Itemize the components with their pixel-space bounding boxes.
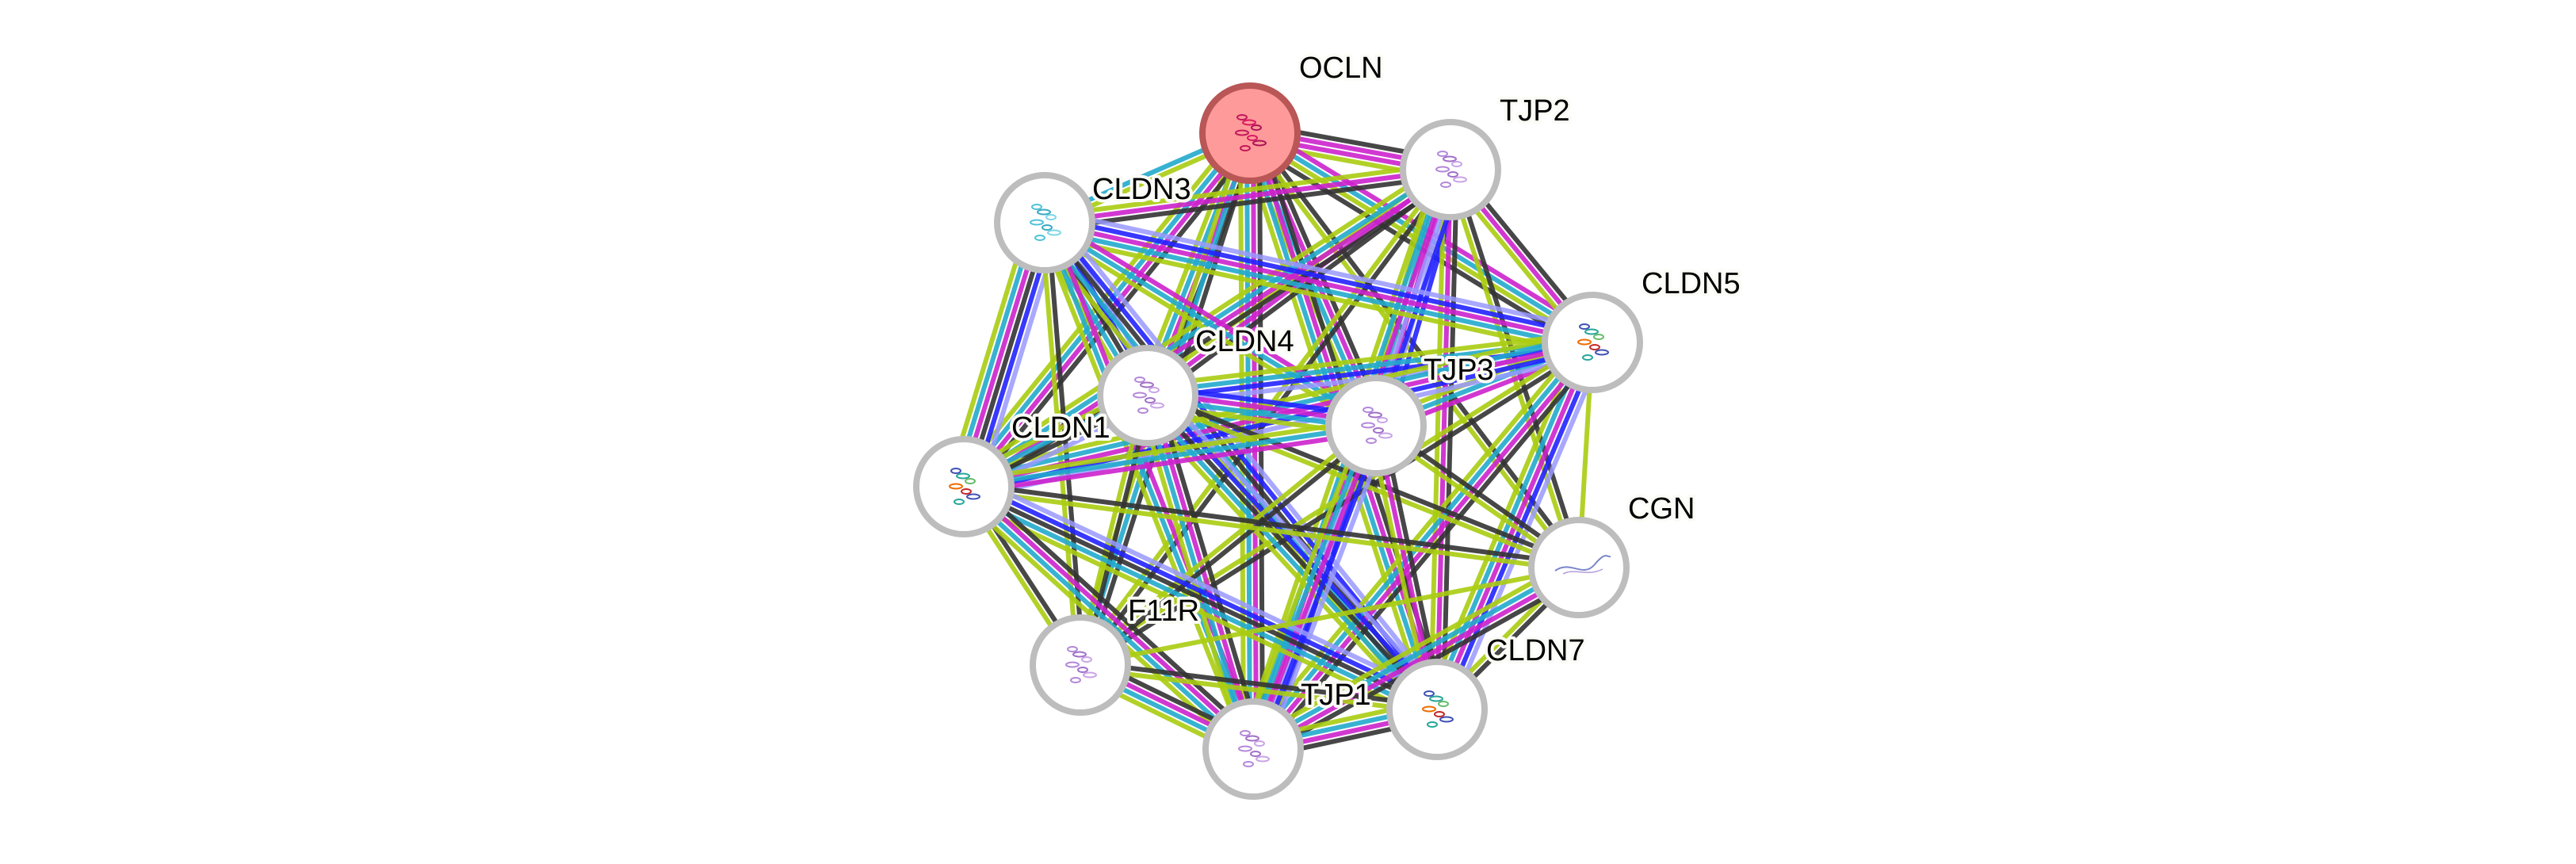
edge-CLDN3-CLDN7-homology[interactable] <box>1053 213 1449 703</box>
node-label: OCLN <box>1299 52 1383 85</box>
edge-TJP2-CLDN3-textmining[interactable] <box>1043 161 1450 220</box>
edge-TJP3-TJP1-homology[interactable] <box>1263 429 1390 755</box>
protein-structure-icon <box>1554 555 1611 575</box>
edge-TJP3-CLDN1-textmining[interactable] <box>962 417 1376 484</box>
edge-CLDN5-TJP1-experiments[interactable] <box>1253 342 1597 753</box>
node-label: CLDN4 <box>1195 325 1294 358</box>
node-label: CGN <box>1628 492 1695 526</box>
node-label: F11R <box>1128 594 1199 628</box>
node-CLDN3[interactable]: CLDN3 <box>994 170 1194 273</box>
node-CGN[interactable]: CGN <box>1528 489 1698 618</box>
edge-F11R-CLDN7-coexpression[interactable] <box>1080 659 1438 709</box>
edge-CGN-F11R-textmining[interactable] <box>1080 565 1580 667</box>
node-circle[interactable] <box>1386 659 1488 760</box>
node-CLDN4[interactable]: CLDN4 <box>1097 322 1298 446</box>
node-CLDN5[interactable]: CLDN5 <box>1542 264 1744 393</box>
node-circle[interactable] <box>1199 82 1301 184</box>
node-TJP2[interactable]: TJP2 <box>1400 91 1573 220</box>
node-label: CLDN5 <box>1642 267 1741 300</box>
protein-structure-icon <box>1030 204 1061 241</box>
edge-CLDN3-CLDN5-databases[interactable] <box>1042 226 1592 351</box>
protein-structure-icon <box>1422 690 1454 728</box>
node-circle[interactable] <box>1542 292 1643 393</box>
protein-structure-icon <box>1235 114 1267 151</box>
node-circle[interactable] <box>1097 345 1198 446</box>
edge-CLDN1-CLDN7-coexpression[interactable] <box>962 484 1439 712</box>
edge-CLDN1-CLDN7-databases[interactable] <box>960 490 1435 717</box>
edge-CGN-TJP1-databases[interactable] <box>1250 562 1579 749</box>
edge-CGN-TJP1-experiments[interactable] <box>1253 568 1582 755</box>
edge-CLDN3-CLDN5-experiments[interactable] <box>1044 220 1593 345</box>
node-circle[interactable] <box>1030 614 1131 716</box>
node-TJP3[interactable]: TJP3 <box>1325 350 1497 476</box>
edge-CGN-TJP1-textmining[interactable] <box>1247 556 1576 744</box>
protein-structure-icon <box>1361 407 1393 444</box>
protein-structure-icon <box>1238 730 1270 767</box>
edge-CLDN1-TJP1-coexpression[interactable] <box>969 477 1262 744</box>
node-circle[interactable] <box>1325 375 1427 476</box>
edge-CLDN1-CLDN7-homology[interactable] <box>968 472 1444 701</box>
protein-structure-icon <box>1435 151 1467 188</box>
edge-CLDN5-CLDN4-textmining[interactable] <box>1146 331 1592 389</box>
node-label: TJP1 <box>1301 679 1371 712</box>
edge-TJP3-TJP1-gene_fusion[interactable] <box>1256 426 1385 752</box>
edge-TJP3-TJP1-experiments[interactable] <box>1251 424 1378 751</box>
protein-structure-icon <box>1577 323 1609 361</box>
edge-TJP2-CLDN1-databases[interactable] <box>961 165 1450 487</box>
edge-CLDN4-CLDN7-homology[interactable] <box>1155 385 1448 703</box>
node-circle[interactable] <box>1400 119 1501 220</box>
node-F11R[interactable]: F11R <box>1030 591 1202 716</box>
node-circle[interactable] <box>994 172 1095 273</box>
node-OCLN[interactable]: OCLN <box>1199 48 1386 184</box>
node-label: TJP2 <box>1500 94 1570 128</box>
node-label: CLDN3 <box>1092 173 1191 206</box>
node-circle[interactable] <box>913 436 1015 537</box>
node-label: CLDN7 <box>1486 634 1585 667</box>
edge-TJP2-CLDN3-experiments[interactable] <box>1044 167 1451 225</box>
edge-CLDN1-CLDN7-gene_fusion[interactable] <box>965 479 1441 706</box>
edge-CLDN3-TJP1-textmining[interactable] <box>1036 224 1250 753</box>
protein-structure-icon <box>1065 646 1097 683</box>
edge-CLDN3-CLDN5-homology[interactable] <box>1046 208 1596 333</box>
node-label: CLDN1 <box>1011 411 1110 445</box>
protein-structure-icon <box>949 468 980 505</box>
edge-CLDN1-TJP1-databases[interactable] <box>960 487 1253 754</box>
edge-TJP3-CLDN1-experiments[interactable] <box>964 429 1378 495</box>
edge-CLDN1-CGN-coexpression[interactable] <box>964 481 1580 568</box>
edge-TJP2-CLDN7-coexpression[interactable] <box>1440 170 1459 710</box>
edge-CLDN3-CLDN5-gene_fusion[interactable] <box>1045 214 1595 339</box>
edge-F11R-CLDN7-textmining[interactable] <box>1080 665 1437 715</box>
edge-CLDN5-CLDN7-homology[interactable] <box>1446 346 1607 716</box>
edge-TJP2-CLDN7-textmining[interactable] <box>1428 169 1447 709</box>
node-CLDN7[interactable]: CLDN7 <box>1386 631 1588 760</box>
edge-TJP3-CLDN1-databases[interactable] <box>963 423 1377 489</box>
protein-structure-icon <box>1133 377 1164 414</box>
node-CLDN1[interactable]: CLDN1 <box>913 408 1114 537</box>
node-circle[interactable] <box>1202 698 1304 800</box>
edge-CLDN5-TJP1-textmining[interactable] <box>1244 335 1588 745</box>
edge-CLDN1-CGN-textmining[interactable] <box>963 487 1579 573</box>
node-label: TJP3 <box>1424 354 1494 387</box>
node-circle[interactable] <box>1528 517 1630 618</box>
edge-CLDN3-CLDN5-textmining[interactable] <box>1041 232 1591 357</box>
edge-CLDN1-TJP1-experiments[interactable] <box>964 482 1257 749</box>
node-TJP1[interactable]: TJP1 <box>1202 675 1374 800</box>
edge-TJP2-CLDN3-coexpression[interactable] <box>1045 173 1452 231</box>
